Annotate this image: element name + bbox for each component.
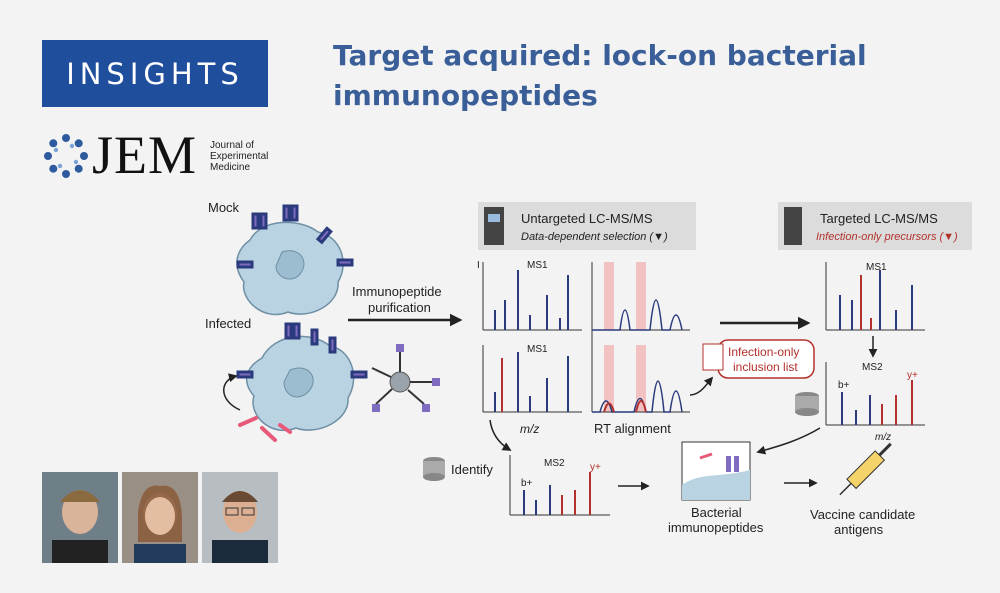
jem-subtitle: Journal of Experimental Medicine (210, 140, 269, 173)
author-photo-1 (42, 472, 118, 563)
vaccine-label-1: Vaccine candidate (810, 507, 915, 522)
svg-text:MS2: MS2 (544, 458, 565, 469)
svg-text:MS1: MS1 (527, 260, 548, 271)
mz-label: m/z (520, 422, 539, 436)
svg-text:Infection-only: Infection-only (728, 345, 799, 359)
untargeted-header-box (478, 202, 696, 250)
infected-label: Infected (205, 316, 251, 331)
svg-text:inclusion list: inclusion list (733, 360, 798, 374)
jem-wordmark: JEM (92, 125, 198, 185)
mock-cell (236, 204, 354, 316)
ms-instrument-icon-2 (784, 207, 802, 245)
identify-ms2: MS2 b+ y+ (509, 455, 610, 516)
author-photo-2 (122, 472, 198, 563)
untargeted-title: Untargeted LC-MS/MS (521, 211, 653, 226)
targeted-header-box (778, 202, 972, 250)
jem-logo: JEM Journal of Experimental Medicine (42, 125, 302, 190)
insights-badge: INSIGHTS (42, 40, 268, 107)
database-icon (795, 392, 819, 416)
svg-text:m/z: m/z (875, 432, 891, 443)
svg-text:MS2: MS2 (862, 362, 883, 373)
identify-label: Identify (451, 462, 493, 477)
syringe-icon (839, 442, 892, 496)
bacterial-label-2: immunopeptides (668, 520, 764, 535)
untargeted-subtitle: Data-dependent selection (▼) (521, 231, 668, 243)
inclusion-list-box: Infection-only inclusion list (702, 339, 815, 379)
untargeted-ms1-infected: MS1 m/z (482, 344, 582, 436)
author-photo-3 (202, 472, 278, 563)
svg-text:MS1: MS1 (527, 344, 548, 355)
vaccine-label-2: antigens (834, 522, 884, 537)
rt-alignment-label: RT alignment (594, 421, 671, 436)
mock-label: Mock (208, 200, 240, 215)
untargeted-ms1-mock: I MS1 (477, 260, 582, 331)
rt-alignment-panel: RT alignment (591, 262, 690, 436)
svg-text:I: I (477, 260, 480, 271)
bacterial-label-1: Bacterial (691, 505, 742, 520)
jem-ring-icon (44, 134, 88, 178)
purification-label-2: purification (368, 300, 431, 315)
ms-instrument-icon (484, 207, 504, 245)
svg-text:y+: y+ (590, 462, 601, 473)
bacterial-immunopeptide-box (681, 441, 751, 501)
purification-label-1: Immunopeptide (352, 284, 442, 299)
targeted-ms2: MS2 b+ y+ m/z (825, 362, 925, 443)
immunoaffinity-bead (371, 344, 440, 412)
svg-text:b+: b+ (521, 478, 533, 489)
database-icon-identify (423, 457, 445, 481)
targeted-ms1: MS1 (825, 262, 925, 331)
svg-text:MS1: MS1 (866, 262, 887, 273)
author-photos (42, 472, 282, 563)
svg-text:b+: b+ (838, 380, 850, 391)
svg-text:y+: y+ (907, 370, 918, 381)
article-headline[interactable]: Target acquired: lock-on bacterial immun… (333, 39, 867, 112)
infected-cell (223, 322, 368, 442)
targeted-title: Targeted LC-MS/MS (820, 211, 938, 226)
targeted-subtitle: Infection-only precursors (▼) (816, 231, 958, 243)
